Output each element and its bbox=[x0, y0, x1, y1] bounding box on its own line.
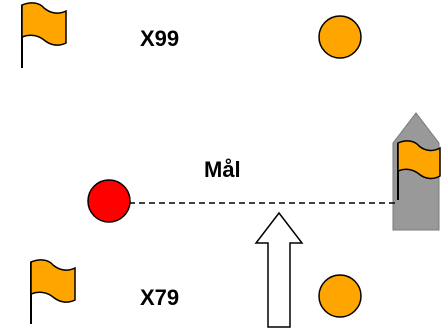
marker-label-x99: X99 bbox=[140, 26, 179, 51]
flag-icon bbox=[30, 259, 76, 324]
circle-marker bbox=[318, 15, 362, 59]
goal-circle-marker bbox=[87, 179, 131, 223]
marker-label-x79: X79 bbox=[140, 285, 179, 310]
flag-icon bbox=[21, 2, 67, 68]
goal-label: Mål bbox=[204, 157, 241, 182]
circle-marker bbox=[318, 274, 362, 318]
up-arrow-icon bbox=[254, 211, 304, 328]
flag-icon bbox=[397, 140, 441, 200]
